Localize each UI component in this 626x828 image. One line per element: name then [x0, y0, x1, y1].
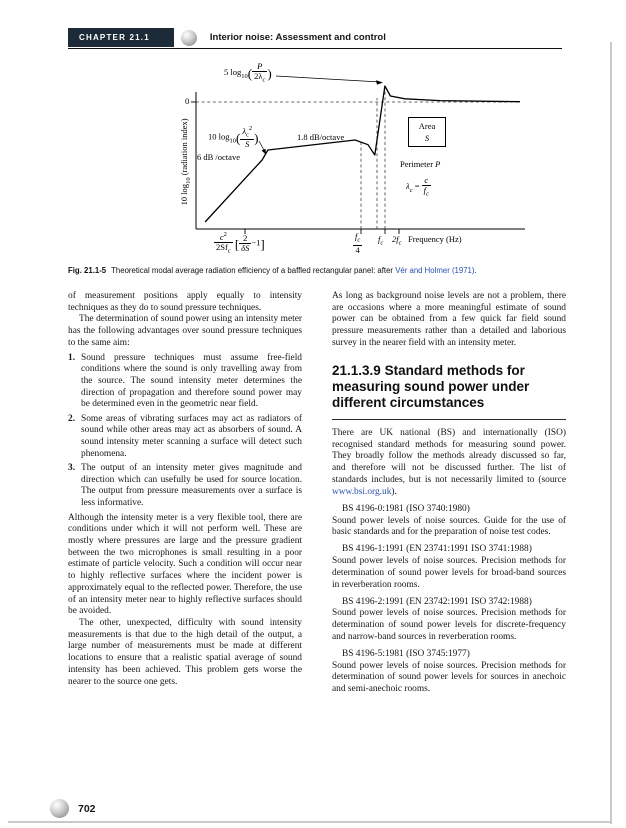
paragraph: of measurement positions apply equally t… [68, 291, 302, 313]
slope-6db-label: 6 dB /octave [197, 152, 240, 162]
y-axis-label: 10 log10 (radiation index) [179, 118, 192, 206]
right-column: As long as background noise levels are n… [332, 291, 566, 696]
x-tick-fc-label: fc [378, 234, 384, 247]
page-footer: 702 [50, 799, 96, 818]
page-number: 702 [78, 802, 96, 815]
paragraph-text: There are UK national (BS) and internati… [332, 428, 566, 485]
section-heading-number: 21.1.3.9 [332, 362, 381, 378]
list-item-text: The output of an intensity meter gives m… [81, 462, 302, 508]
figure-caption-period: . [474, 266, 477, 275]
standard-code: BS 4196-0:1981 (ISO 3740:1980) [342, 503, 470, 514]
section-heading: 21.1.3.9 Standard methods for measuring … [332, 363, 566, 421]
section-heading-text: Standard methods for measuring sound pow… [332, 362, 530, 410]
paragraph: As long as background noise levels are n… [332, 291, 566, 348]
annotation-pointers [258, 75, 383, 155]
body-columns: of measurement positions apply equally t… [0, 291, 626, 696]
standard-code: BS 4196-5:1981 (ISO 3745:1977) [342, 649, 470, 660]
page-header: CHAPTER 21.1 Interior noise: Assessment … [68, 28, 562, 49]
page-edge-bottom [8, 821, 612, 823]
peak-pointer-line [275, 75, 381, 83]
sphere-icon [50, 799, 69, 818]
list-item-text: Some areas of vibrating surfaces may act… [81, 413, 302, 459]
paragraph: Although the intensity meter is a very f… [68, 512, 302, 617]
figure-caption-text: Theoretical modal average radiation effi… [111, 266, 396, 275]
radiation-efficiency-curve [204, 85, 521, 223]
area-box: Area S [408, 117, 446, 147]
page-edge-right [610, 42, 612, 824]
x-axis-label: Frequency (Hz) [408, 234, 462, 244]
list-item: 1. Sound pressure techniques must assume… [68, 353, 302, 412]
chapter-badge: CHAPTER 21.1 [68, 28, 174, 47]
list-item-number: 3. [68, 462, 76, 473]
paragraph: There are UK national (BS) and internati… [332, 428, 566, 498]
sphere-icon [180, 29, 197, 46]
standard-description: Sound power levels of noise sources. Pre… [332, 660, 566, 695]
figure-caption-label: Fig. 21.1-5 [68, 266, 107, 275]
standard-entry: BS 4196-5:1981 (ISO 3745:1977) Sound pow… [332, 649, 566, 696]
area-box-symbol: S [424, 133, 430, 143]
standard-code: BS 4196-1:1991 (EN 23741:1991 ISO 3741:1… [342, 544, 532, 555]
chapter-label: CHAPTER 21.1 [79, 33, 150, 42]
peak-pointer-arrow-icon [376, 80, 383, 85]
chapter-title: Interior noise: Assessment and control [209, 32, 386, 43]
area-box-word: Area [418, 121, 436, 131]
radiation-efficiency-chart [191, 75, 525, 234]
list-item-number: 2. [68, 413, 76, 424]
zero-label: 0 [185, 96, 190, 106]
axes [191, 92, 525, 234]
list-item: 3. The output of an intensity meter give… [68, 463, 302, 510]
paragraph-text: ). [391, 486, 397, 497]
numbered-list: 1. Sound pressure techniques must assume… [68, 353, 302, 510]
slope-1-8db-label: 1.8 dB/octave [297, 132, 345, 142]
reference-lines [196, 90, 520, 229]
left-column: of measurement positions apply equally t… [68, 291, 302, 696]
standard-description: Sound power levels of noise sources. Pre… [332, 556, 566, 590]
perimeter-label: Perimeter P [400, 159, 441, 169]
standard-code: BS 4196-2:1991 (EN 23742:1991 ISO 3742:1… [342, 596, 532, 607]
book-page: CHAPTER 21.1 Interior noise: Assessment … [0, 28, 626, 828]
list-item-text: Sound pressure techniques must assume fr… [81, 352, 302, 410]
paragraph: The determination of sound power using a… [68, 314, 302, 348]
paragraph: The other, unexpected, difficulty with s… [68, 617, 302, 687]
step-pointer-arrow-icon [261, 148, 266, 155]
x-tick-2fc-label: 2fc [392, 234, 402, 247]
standard-description: Sound power levels of noise sources. Gui… [332, 515, 566, 538]
standard-entry: BS 4196-2:1991 (EN 23742:1991 ISO 3742:1… [332, 597, 566, 644]
standard-description: Sound power levels of noise sources. Pre… [332, 608, 566, 642]
caption-reference-link[interactable]: Vér and Holmer (1971) [395, 266, 475, 275]
list-item-number: 1. [68, 352, 76, 363]
bsi-website-link[interactable]: www.bsi.org.uk [332, 486, 392, 497]
standard-entry: BS 4196-0:1981 (ISO 3740:1980) Sound pow… [332, 504, 566, 539]
list-item: 2. Some areas of vibrating surfaces may … [68, 414, 302, 461]
figure-caption: Fig. 21.1-5 Theoretical modal average rad… [68, 266, 572, 275]
standard-entry: BS 4196-1:1991 (EN 23741:1991 ISO 3741:1… [332, 544, 566, 591]
